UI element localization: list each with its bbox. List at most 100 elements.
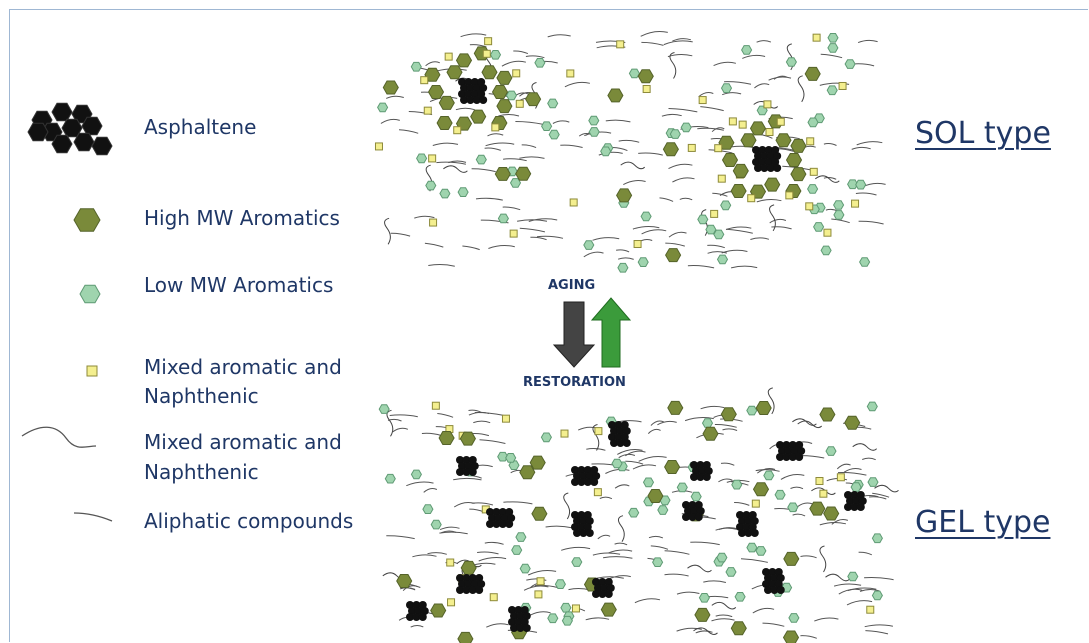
- aliphatic-line: [664, 573, 689, 577]
- low-mw-aromatic: [534, 58, 546, 68]
- aliphatic-line: [479, 439, 506, 444]
- low-mw-aromatic: [713, 229, 725, 240]
- mixed-aromatic-square: [453, 126, 462, 135]
- asphaltene-particle: [486, 520, 494, 528]
- low-mw-aromatic: [746, 405, 758, 416]
- low-mw-aromatic: [826, 85, 838, 96]
- aliphatic-line: [837, 472, 867, 476]
- low-mw-aromatic: [497, 213, 509, 224]
- high-mw-aromatic: [494, 167, 511, 181]
- asphaltene-particle: [610, 439, 618, 447]
- asphaltene-hexagon: [51, 102, 73, 122]
- low-mw-aromatic: [820, 245, 832, 256]
- asphaltene-particle: [744, 529, 753, 537]
- aliphatic-line: [836, 463, 851, 470]
- mixed-aromatic-square: [823, 228, 832, 237]
- aliphatic-line: [726, 228, 753, 234]
- high-mw-aromatic: [436, 116, 453, 130]
- aliphatic-line: [389, 414, 418, 418]
- aliphatic-line: [742, 54, 766, 59]
- high-mw-aromatic: [607, 88, 624, 103]
- aliphatic-line: [720, 462, 735, 466]
- aliphatic-line: [773, 75, 788, 80]
- mixed-aromatic-square: [431, 401, 440, 410]
- mixed-aromatic-square: [866, 605, 875, 614]
- high-mw-aromatic: [525, 92, 542, 107]
- aliphatic-line: [516, 219, 548, 222]
- aliphatic-line: [831, 218, 850, 224]
- high-mw-aromatic: [382, 80, 399, 95]
- mixed-aromatic-square: [423, 106, 432, 115]
- aliphatic-line: [752, 607, 775, 614]
- mixed-aromatic-square: [429, 218, 438, 227]
- low-mw-aromatic: [508, 460, 520, 470]
- asphaltene-particle: [616, 439, 625, 447]
- aliphatic-line: [823, 143, 837, 146]
- aliphatic-line: [478, 557, 507, 562]
- asphaltene-particle: [573, 529, 581, 537]
- aliphatic-line: [857, 39, 878, 44]
- low-mw-aromatic: [611, 458, 623, 469]
- aliphatic-line: [437, 413, 454, 418]
- aliphatic-line: [425, 61, 440, 67]
- up-arrow-icon: [590, 297, 632, 368]
- high-mw-aromatic: [459, 431, 476, 446]
- aliphatic-line: [826, 478, 848, 482]
- aliphatic-line: [856, 141, 883, 146]
- aliphatic-line: [730, 265, 758, 269]
- high-mw-aromatic: [740, 133, 757, 148]
- low-mw-aromatic: [705, 224, 717, 235]
- aliphatic-line: [402, 585, 418, 591]
- low-mw-aromatic: [561, 615, 573, 626]
- aliphatic-line: [862, 457, 876, 461]
- mixed-aromatic-square: [594, 427, 603, 436]
- low-mw-aromatic: [617, 262, 629, 273]
- mixed-curve-line: [711, 601, 737, 610]
- mixed-curve-line: [819, 545, 827, 573]
- aliphatic-line: [820, 53, 843, 59]
- low-mw-aromatic: [600, 146, 612, 157]
- aliphatic-line: [390, 232, 411, 237]
- low-mw-aromatic: [475, 154, 487, 165]
- mixed-curve-line: [852, 443, 878, 451]
- mixed-curve-line: [620, 161, 646, 170]
- high-mw-aromatic: [460, 560, 477, 575]
- aliphatic-line: [722, 92, 742, 96]
- aliphatic-line: [386, 535, 415, 540]
- aliphatic-line: [599, 496, 613, 500]
- high-mw-aromatic: [755, 401, 772, 415]
- aliphatic-line: [503, 158, 527, 162]
- low-mw-aromatic: [833, 210, 845, 220]
- asphaltene-hexagon: [81, 116, 103, 136]
- low-mw-aromatic: [541, 121, 553, 131]
- high-mw-aromatic: [515, 166, 532, 181]
- aliphatic-line: [552, 120, 570, 124]
- asphaltene-particle: [585, 529, 594, 537]
- sol-region: [374, 31, 886, 273]
- yellow-square-icon: [86, 365, 98, 377]
- high-mw-aromatic: [396, 574, 413, 588]
- mixed-curve-line: [687, 564, 712, 573]
- mixed-curve-line: [815, 175, 840, 183]
- aliphatic-line: [851, 146, 871, 150]
- high-mw-aromatic: [529, 455, 546, 470]
- low-mw-aromatic: [807, 184, 819, 194]
- asphaltene-particle: [460, 96, 468, 104]
- high-mw-aromatic: [809, 501, 826, 516]
- asphaltene-particle: [766, 164, 775, 172]
- asphaltene-particle: [583, 478, 592, 486]
- aliphatic-line: [697, 127, 724, 131]
- low-mw-aromatic: [425, 180, 437, 191]
- aliphatic-line: [707, 244, 725, 249]
- mixed-aromatic-square: [751, 499, 760, 508]
- low-mw-aromatic: [847, 179, 859, 190]
- mixed-aromatic-square: [509, 229, 518, 238]
- aliphatic-line: [526, 578, 547, 581]
- low-mw-aromatic: [716, 552, 728, 563]
- mixed-curve-line: [792, 418, 817, 426]
- asphaltene-cluster: [486, 508, 516, 528]
- asphaltene-particle: [773, 164, 782, 172]
- high-mw-aromatic: [664, 460, 681, 474]
- aliphatic-line: [712, 192, 728, 197]
